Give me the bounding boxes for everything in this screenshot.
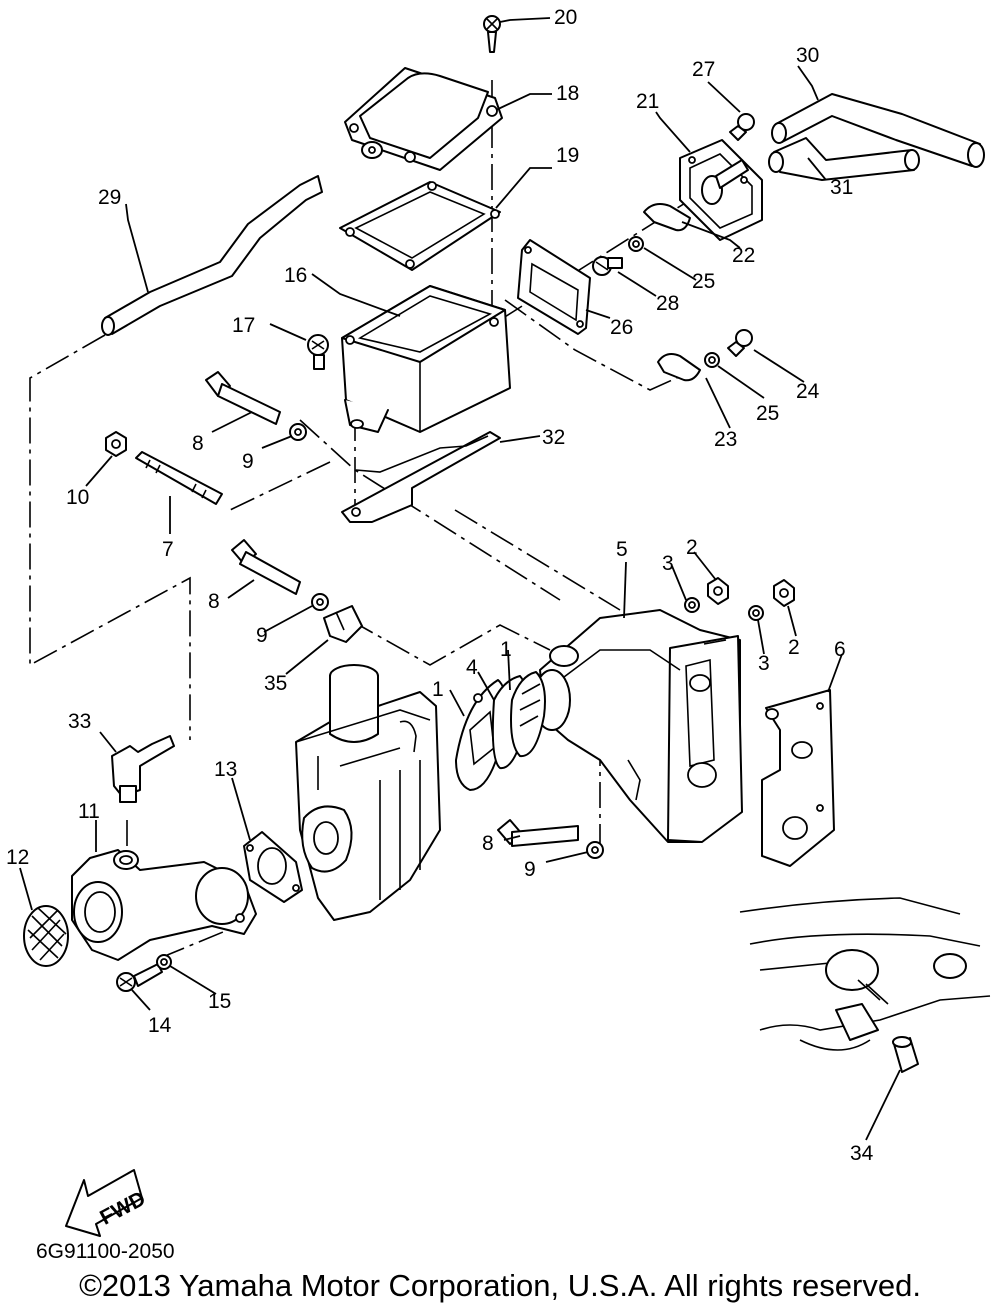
callout-8b: 8 xyxy=(208,590,220,613)
screw-17[interactable] xyxy=(307,334,329,370)
hose-30[interactable] xyxy=(771,93,985,168)
washer-15[interactable] xyxy=(156,954,172,970)
washer-9-lower[interactable] xyxy=(586,841,604,859)
callout-18: 18 xyxy=(556,82,579,105)
bolt-8-middle[interactable] xyxy=(231,539,301,595)
cover-18[interactable] xyxy=(344,67,503,171)
cap-34[interactable] xyxy=(892,1036,919,1073)
washer-25-upper[interactable] xyxy=(628,236,644,252)
callout-22: 22 xyxy=(732,244,755,267)
leader-lines xyxy=(19,17,901,1141)
callout-28: 28 xyxy=(656,292,679,315)
washer-25-lower[interactable] xyxy=(704,352,720,368)
fuel-hose-29[interactable] xyxy=(101,175,323,336)
callout-5: 5 xyxy=(616,538,628,561)
callout-26: 26 xyxy=(610,316,633,339)
callout-12: 12 xyxy=(6,846,29,869)
check-valve-23[interactable] xyxy=(657,353,701,382)
carburetor[interactable] xyxy=(295,664,441,921)
screw-28[interactable] xyxy=(592,256,623,276)
gasket-26[interactable] xyxy=(517,239,591,335)
callout-20: 20 xyxy=(554,6,577,29)
clip-35[interactable] xyxy=(323,605,363,643)
callout-4: 4 xyxy=(466,656,478,679)
callout-13: 13 xyxy=(214,758,237,781)
filter-case-16[interactable] xyxy=(341,285,511,433)
screw-14[interactable] xyxy=(116,963,163,992)
inset-engine-view xyxy=(739,897,991,1051)
callout-30: 30 xyxy=(796,44,819,67)
gasket-6[interactable] xyxy=(761,689,835,867)
callout-3b: 3 xyxy=(758,652,770,675)
washer-9-middle[interactable] xyxy=(311,593,329,611)
callout-8a: 8 xyxy=(192,432,204,455)
washer-9-upper[interactable] xyxy=(289,423,307,441)
callout-numbers: 20 18 19 16 17 29 30 27 21 31 22 25 28 2… xyxy=(6,6,874,1165)
check-valve-22[interactable] xyxy=(643,203,691,232)
stud-7[interactable] xyxy=(135,451,223,505)
callout-25b: 25 xyxy=(756,402,779,425)
diagram-code: 6G91100-2050 xyxy=(36,1240,175,1263)
callout-25a: 25 xyxy=(692,270,715,293)
nut-10[interactable] xyxy=(105,431,127,457)
fitting-33[interactable] xyxy=(111,735,175,803)
callout-1b: 1 xyxy=(432,678,444,701)
callout-2b: 2 xyxy=(788,636,800,659)
callout-8c: 8 xyxy=(482,832,494,855)
fwd-arrow: FWD xyxy=(65,1169,149,1237)
bracket-32[interactable] xyxy=(341,431,501,523)
callout-34: 34 xyxy=(850,1142,874,1165)
callout-21: 21 xyxy=(636,90,659,113)
callout-15: 15 xyxy=(208,990,231,1013)
callout-29: 29 xyxy=(98,186,121,209)
nut-2-lower[interactable] xyxy=(773,579,795,607)
reed-valve-1-small[interactable] xyxy=(510,671,546,758)
callout-1a: 1 xyxy=(500,638,512,661)
callout-16: 16 xyxy=(284,264,307,287)
gasket-19[interactable] xyxy=(339,181,501,271)
fuel-joint-21[interactable] xyxy=(679,139,763,241)
bolt-8-lower[interactable] xyxy=(497,819,579,847)
callout-19: 19 xyxy=(556,144,579,167)
callout-6: 6 xyxy=(834,638,846,661)
callout-11: 11 xyxy=(78,800,100,823)
gasket-13[interactable] xyxy=(243,831,303,903)
screw-27[interactable] xyxy=(729,113,755,141)
callout-3a: 3 xyxy=(662,552,674,575)
copyright-notice: ©2013 Yamaha Motor Corporation, U.S.A. A… xyxy=(79,1268,921,1303)
callout-9a: 9 xyxy=(242,450,254,473)
callout-14: 14 xyxy=(148,1014,172,1037)
callout-23: 23 xyxy=(714,428,737,451)
callout-2a: 2 xyxy=(686,536,698,559)
screw-20[interactable] xyxy=(483,15,501,53)
intake-manifold-5[interactable] xyxy=(533,609,743,843)
callout-35: 35 xyxy=(264,672,287,695)
callout-17: 17 xyxy=(232,314,255,337)
washer-3-upper[interactable] xyxy=(684,597,700,613)
callout-33: 33 xyxy=(68,710,91,733)
callout-31: 31 xyxy=(830,176,853,199)
hose-31[interactable] xyxy=(768,137,920,181)
callout-32: 32 xyxy=(542,426,565,449)
intake-elbow-11[interactable] xyxy=(71,849,257,961)
screw-24[interactable] xyxy=(727,329,753,357)
callout-7: 7 xyxy=(162,538,174,561)
nut-2-upper[interactable] xyxy=(707,577,729,605)
callout-9b: 9 xyxy=(256,624,268,647)
callout-24: 24 xyxy=(796,380,820,403)
screen-12[interactable] xyxy=(23,905,69,967)
callout-10: 10 xyxy=(66,486,89,509)
washer-3-lower[interactable] xyxy=(748,605,764,621)
callout-27: 27 xyxy=(692,58,715,81)
bolt-8-upper[interactable] xyxy=(205,371,281,425)
callout-9c: 9 xyxy=(524,858,536,881)
